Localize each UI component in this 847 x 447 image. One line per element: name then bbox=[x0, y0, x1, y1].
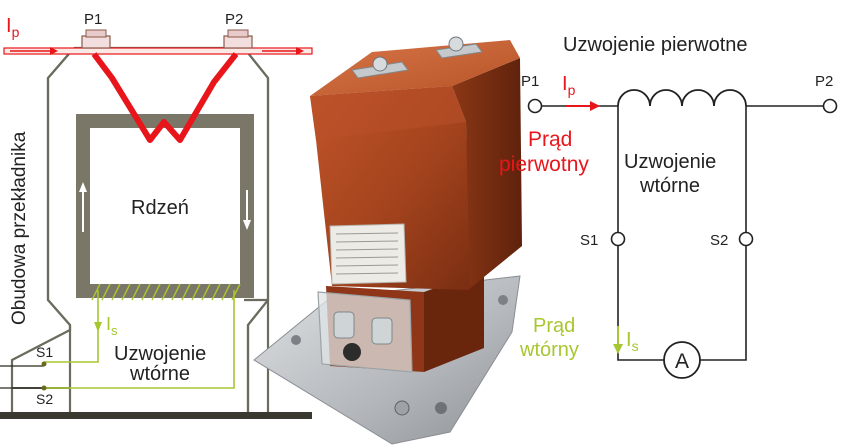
rating-plate bbox=[329, 223, 407, 285]
secondary-lead-s1 bbox=[44, 290, 99, 363]
cable-gland bbox=[343, 343, 361, 361]
label-ip-left: Ip bbox=[6, 15, 20, 40]
label-secondary-current-line1: Prąd bbox=[533, 315, 575, 337]
primary-busbar bbox=[3, 47, 313, 55]
terminal-p1 bbox=[81, 29, 111, 49]
ammeter bbox=[663, 341, 701, 379]
flux-arrow-up bbox=[79, 182, 87, 232]
terminal-dot-s2 bbox=[41, 385, 47, 391]
terminal-p1-right bbox=[527, 98, 543, 114]
primary-arrow-head bbox=[590, 101, 600, 111]
main-body-chamfer bbox=[310, 86, 466, 140]
terminal-cover bbox=[317, 291, 413, 373]
is-arrow-head-right bbox=[613, 344, 623, 354]
label-s1-left: S1 bbox=[36, 344, 53, 360]
label-ip-right: Ip bbox=[562, 73, 576, 98]
transformer-photo bbox=[253, 36, 522, 445]
terminal-p2-right bbox=[822, 98, 838, 114]
secondary-winding-hatch bbox=[91, 283, 241, 301]
label-p1-left: P1 bbox=[84, 11, 102, 28]
label-secondary-line1-right: Uzwojenie bbox=[624, 151, 716, 173]
main-body-side bbox=[452, 58, 522, 290]
is-arrow-head bbox=[94, 322, 102, 332]
label-p2-left: P2 bbox=[225, 11, 243, 28]
terminal-s1-right bbox=[610, 231, 626, 247]
primary-winding bbox=[91, 52, 239, 143]
plate-hole-1 bbox=[291, 335, 301, 345]
label-primary-current-line2: pierwotny bbox=[499, 153, 589, 176]
label-core: Rdzeń bbox=[131, 197, 189, 219]
base-bar bbox=[0, 412, 312, 419]
label-ammeter: A bbox=[675, 350, 689, 373]
top-terminal-p1-bolt bbox=[372, 56, 388, 72]
label-p1-right: P1 bbox=[521, 73, 539, 90]
terminal-box-top bbox=[11, 329, 71, 361]
flux-arrow-down bbox=[243, 190, 251, 230]
plate-hole-3 bbox=[435, 402, 447, 414]
primary-arrow-left-head bbox=[50, 47, 58, 55]
primary-arrow-right-head bbox=[296, 47, 304, 55]
label-s2-right: S2 bbox=[710, 232, 728, 249]
right-schematic: Uzwojenie pierwotne P1 P2 Ip Prąd pierwo… bbox=[499, 34, 838, 379]
label-is-right: Is bbox=[626, 329, 639, 354]
label-s2-left: S2 bbox=[36, 391, 53, 407]
terminal-s2-right bbox=[738, 231, 754, 247]
rating-plate-lines bbox=[335, 232, 399, 275]
label-secondary-line2-right: wtórne bbox=[639, 175, 700, 197]
label-is-left: Is bbox=[106, 314, 118, 338]
terminal-dot-s1 bbox=[41, 361, 47, 367]
label-primary-current-line1: Prąd bbox=[528, 128, 572, 151]
label-s1-right: S1 bbox=[580, 232, 598, 249]
label-secondary-line1-left: Uzwojenie bbox=[114, 343, 206, 365]
primary-winding-coils bbox=[617, 89, 747, 107]
top-terminal-p2-bolt bbox=[448, 36, 464, 52]
secondary-lead-s2 bbox=[44, 290, 235, 389]
plate-bolt bbox=[394, 400, 410, 416]
terminal-p2 bbox=[223, 29, 253, 49]
plate-hole-2 bbox=[498, 295, 508, 305]
terminal-screw-1 bbox=[333, 311, 355, 339]
label-secondary-current-line2: wtórny bbox=[519, 339, 579, 361]
label-p2-right: P2 bbox=[815, 73, 833, 90]
secondary-loop-right bbox=[700, 246, 747, 361]
terminal-screw-2 bbox=[371, 317, 393, 345]
left-schematic: Ip P1 P2 Obudowa przekładnika Rdzeń Is U… bbox=[0, 11, 313, 419]
housing-right-side bbox=[243, 47, 270, 412]
lower-body-side bbox=[424, 270, 484, 372]
label-housing: Obudowa przekładnika bbox=[9, 131, 30, 325]
label-secondary-line2-left: wtórne bbox=[129, 363, 190, 385]
secondary-loop-left bbox=[617, 246, 664, 361]
title-primary-winding: Uzwojenie pierwotne bbox=[563, 34, 748, 56]
